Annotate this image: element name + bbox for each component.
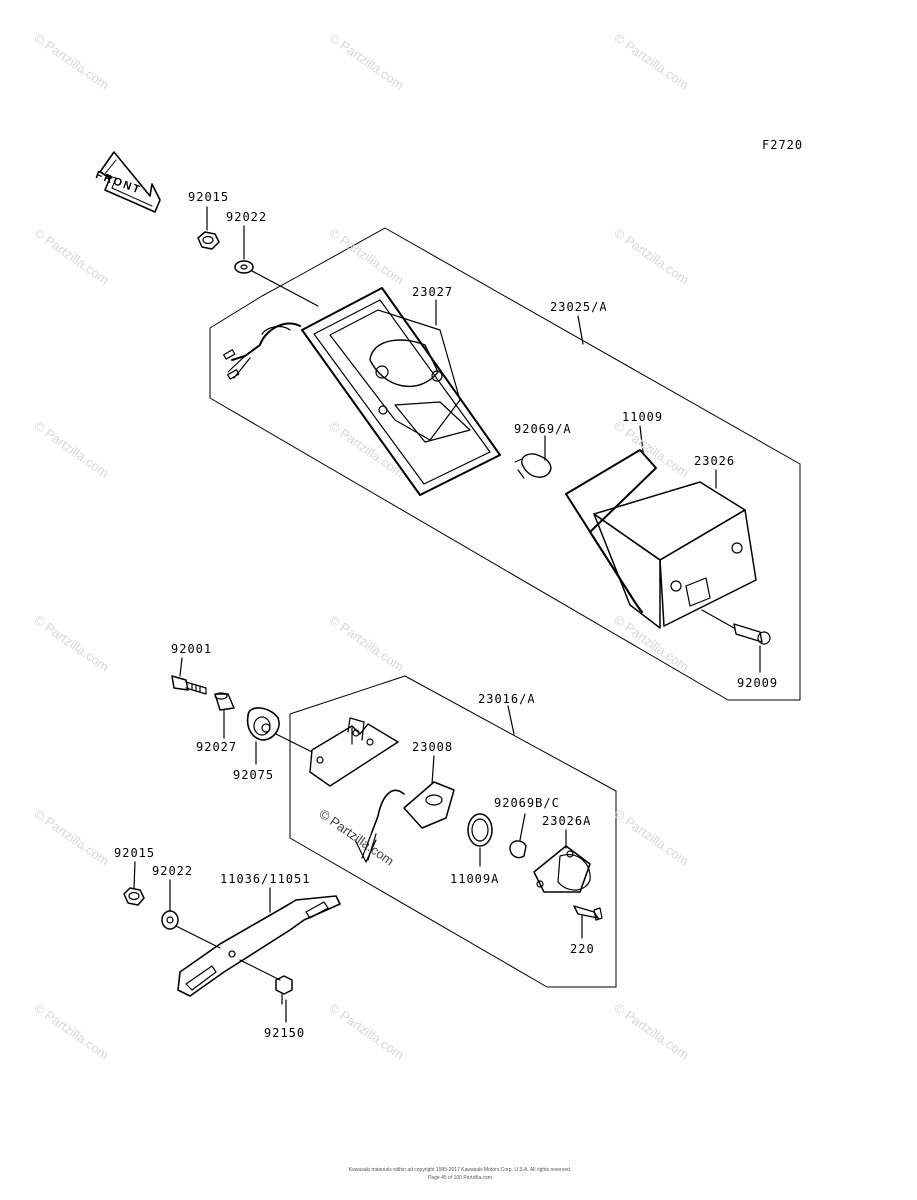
collar-92027: [214, 692, 235, 711]
washer-92022-top: [234, 260, 254, 274]
part-label-23016A[interactable]: 23016/A: [478, 692, 536, 706]
bulb-92069BC: [509, 840, 527, 859]
part-label-92027[interactable]: 92027: [196, 740, 238, 754]
figure-code: F2720: [762, 138, 804, 152]
footer-page: Page 45 of 100 Partzilla.com: [428, 1175, 492, 1181]
part-label-92022-bottom[interactable]: 92022: [152, 864, 194, 878]
part-label-23025A[interactable]: 23025/A: [550, 300, 608, 314]
gasket-11009: [565, 449, 657, 611]
part-label-92009[interactable]: 92009: [737, 676, 779, 690]
assembly-outline-23025: [209, 227, 801, 701]
part-label-92001[interactable]: 92001: [171, 642, 213, 656]
part-label-11009A[interactable]: 11009A: [450, 872, 500, 886]
part-label-92150[interactable]: 92150: [264, 1026, 306, 1040]
front-arrow-icon: [99, 151, 161, 213]
bolt-92150: [275, 975, 293, 1005]
nut-92015-bottom: [123, 887, 145, 906]
gasket-11009A: [467, 813, 493, 847]
nut-92015-top: [197, 231, 220, 250]
part-label-23008[interactable]: 23008: [412, 740, 454, 754]
license-bracket-11036: [177, 895, 341, 997]
part-label-11036-11051[interactable]: 11036/11051: [220, 872, 311, 886]
part-label-92075[interactable]: 92075: [233, 768, 275, 782]
assembly-outline-23016: [289, 675, 617, 988]
footer-copyright: Kawasaki materials within ad copyright 1…: [348, 1167, 572, 1173]
part-label-11009[interactable]: 11009: [622, 410, 664, 424]
screw-220: [573, 905, 603, 921]
part-label-92015-top[interactable]: 92015: [188, 190, 230, 204]
lamp-bracket: [309, 717, 399, 787]
bolt-92001: [171, 675, 207, 695]
socket-23008: [354, 781, 455, 863]
part-label-92069A[interactable]: 92069/A: [514, 422, 572, 436]
lens-23026: [593, 481, 757, 629]
lens-23026A: [533, 845, 591, 893]
part-label-92022-top[interactable]: 92022: [226, 210, 268, 224]
part-label-23027[interactable]: 23027: [412, 285, 454, 299]
part-label-92015-bottom[interactable]: 92015: [114, 846, 156, 860]
grommet-92075: [246, 707, 280, 741]
part-label-92069BC[interactable]: 92069B/C: [494, 796, 560, 810]
bulb-92069A: [514, 453, 552, 479]
part-label-220[interactable]: 220: [570, 942, 595, 956]
part-label-23026[interactable]: 23026: [694, 454, 736, 468]
screw-92009: [733, 623, 771, 645]
part-label-23026A[interactable]: 23026A: [542, 814, 592, 828]
tail-housing-23027: [223, 287, 501, 496]
